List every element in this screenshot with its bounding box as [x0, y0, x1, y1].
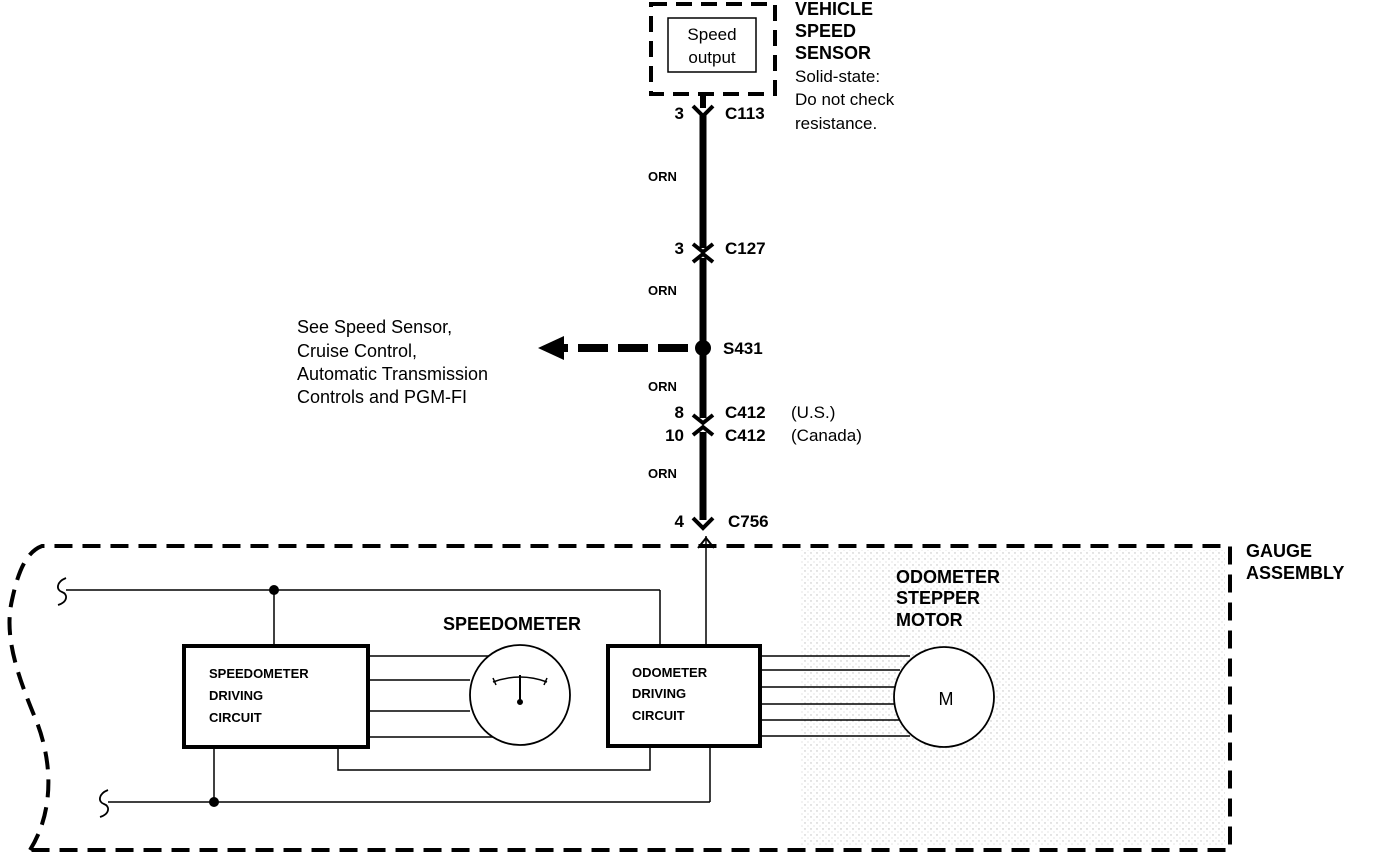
power-continuation-mark — [57, 577, 67, 606]
see-note-2: Cruise Control, — [297, 341, 417, 361]
connector-c756-symbol — [691, 516, 715, 531]
wire-color-2: ORN — [648, 283, 677, 298]
sensor-note-1: Solid-state: — [795, 67, 880, 86]
see-arrow-head — [538, 336, 564, 360]
c412-ca-pin: 10 — [665, 426, 684, 445]
splice-s431-dot — [695, 340, 711, 356]
sensor-title-3: SENSOR — [795, 43, 871, 63]
sensor-title-2: SPEED — [795, 21, 856, 41]
power-line — [66, 585, 661, 646]
c412-ca-name: C412 — [725, 426, 766, 445]
see-note-4: Controls and PGM-FI — [297, 387, 467, 407]
see-note-3: Automatic Transmission — [297, 364, 488, 384]
connector-c412-symbol — [691, 413, 715, 437]
odo-circuit-label-2: DRIVING — [632, 686, 686, 701]
c113-name: C113 — [725, 104, 765, 123]
speedo-circuit-label-1: SPEEDOMETER — [209, 666, 309, 681]
wire-color-4: ORN — [648, 466, 677, 481]
connector-c127-symbol — [691, 242, 715, 264]
speed-output-label-1: Speed — [687, 25, 736, 44]
c412-us-name: C412 — [725, 403, 766, 422]
speedometer-driving-circuit — [182, 644, 370, 749]
odometer-driving-circuit — [606, 644, 762, 748]
c756-pin: 4 — [675, 512, 685, 531]
speedo-circuit-label-3: CIRCUIT — [209, 710, 262, 725]
motor-label-2: STEPPER — [896, 588, 980, 608]
speedometer-label: SPEEDOMETER — [443, 614, 581, 634]
motor-symbol: M — [939, 689, 954, 709]
c412-us-pin: 8 — [675, 403, 684, 422]
motor-label-3: MOTOR — [896, 610, 963, 630]
c412-us-note: (U.S.) — [791, 403, 835, 422]
s431-name: S431 — [723, 339, 763, 358]
gauge-stipple-area — [800, 550, 1225, 845]
c412-ca-note: (Canada) — [791, 426, 862, 445]
c127-name: C127 — [725, 239, 766, 258]
see-note-1: See Speed Sensor, — [297, 317, 452, 337]
c756-name: C756 — [728, 512, 769, 531]
c113-pin: 3 — [675, 104, 684, 123]
gauge-assembly-boundary — [7, 544, 1232, 852]
sensor-note-2: Do not check — [795, 90, 895, 109]
speed-sensor-box — [649, 2, 777, 96]
odo-circuit-label-3: CIRCUIT — [632, 708, 685, 723]
motor-label-1: ODOMETER — [896, 567, 1000, 587]
motor-wires — [760, 655, 910, 737]
stepper-motor — [893, 646, 995, 748]
gauge-title-2: ASSEMBLY — [1246, 563, 1344, 583]
gauge-title-1: GAUGE — [1246, 541, 1312, 561]
connector-c113-symbol — [691, 104, 715, 119]
odo-circuit-label-1: ODOMETER — [632, 665, 708, 680]
sensor-title-1: VEHICLE — [795, 0, 873, 19]
wire-color-3: ORN — [648, 379, 677, 394]
c127-pin: 3 — [675, 239, 684, 258]
speedometer-wires — [337, 655, 651, 771]
speedometer-needle-icon — [492, 675, 548, 705]
speedo-circuit-label-2: DRIVING — [209, 688, 263, 703]
speed-output-label-2: output — [688, 48, 736, 67]
ground-continuation-mark — [99, 789, 109, 818]
signal-arrow — [697, 536, 715, 549]
speed-output-box — [667, 17, 757, 73]
sensor-note-3: resistance. — [795, 114, 877, 133]
ground-line — [108, 746, 711, 807]
wire-color-1: ORN — [648, 169, 677, 184]
